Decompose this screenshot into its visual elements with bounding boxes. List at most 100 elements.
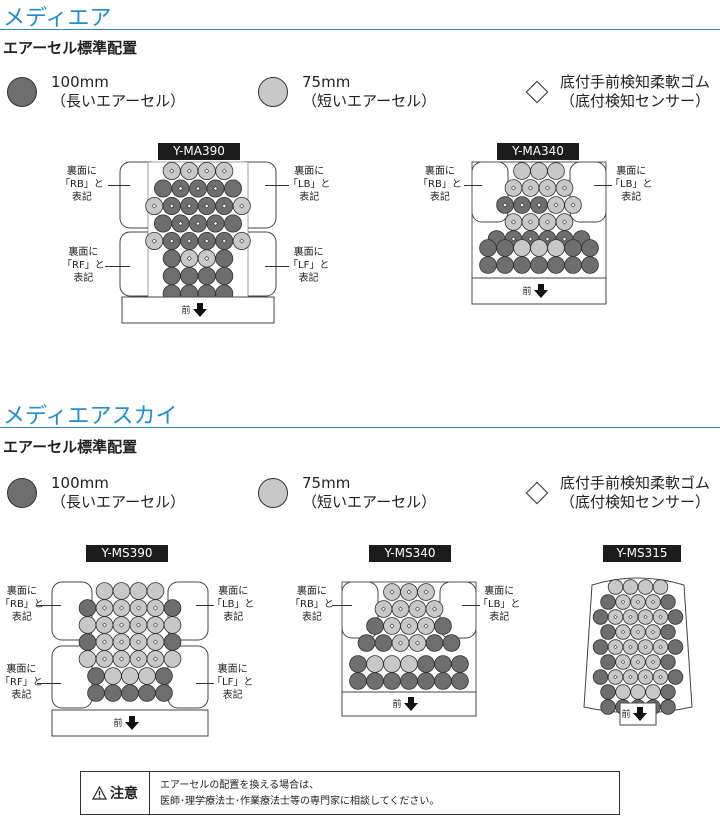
- sensor-diamond-icon: [536, 202, 542, 208]
- air-cell-100mm: [667, 639, 684, 655]
- sensor-diamond-icon: [178, 221, 183, 226]
- air-cell-100mm: [417, 672, 435, 690]
- air-cell-100mm: [592, 669, 609, 685]
- air-cell-75mm: [607, 579, 624, 595]
- air-cell-100mm: [592, 609, 609, 625]
- air-cell-100mm: [479, 239, 497, 257]
- sensor-diamond-icon: [178, 186, 183, 191]
- air-cell-100mm: [451, 655, 469, 673]
- legend-75mm: 75mm（短いエアーセル）: [258, 474, 436, 512]
- air-cell-100mm: [349, 655, 367, 673]
- sensor-diamond-icon: [628, 674, 633, 680]
- air-cell-100mm: [78, 599, 97, 617]
- sensor-diamond-icon: [213, 186, 218, 191]
- air-cell-75mm: [366, 655, 384, 673]
- sensor-diamond-icon: [423, 589, 429, 595]
- leader-line: [462, 605, 480, 606]
- air-cell-100mm: [224, 179, 243, 198]
- sensor-diamond-icon: [423, 623, 429, 629]
- leader-line: [332, 605, 352, 606]
- sensor-diamond-icon: [136, 605, 141, 611]
- air-cell-100mm: [215, 249, 234, 268]
- air-cell-75mm: [112, 582, 131, 600]
- annotation-rb: 裏面に「RB」と表記: [60, 166, 104, 203]
- sensor-diamond-icon: [553, 202, 559, 208]
- air-cell-100mm: [564, 239, 582, 257]
- sensor-diamond-icon: [221, 238, 227, 244]
- annotation-rf: 裏面に「RF」と表記: [62, 247, 105, 284]
- air-cell-100mm: [451, 672, 469, 690]
- air-cell-100mm: [78, 633, 97, 651]
- air-cell-75mm: [95, 582, 114, 600]
- sensor-diamond-icon: [628, 614, 633, 620]
- sensor-diamond-icon: [239, 203, 245, 209]
- air-cell-75mm: [400, 655, 418, 673]
- air-cell-75mm: [630, 684, 646, 700]
- sensor-diamond-icon: [643, 674, 648, 680]
- model-label-ma390: Y-MA390: [158, 143, 240, 160]
- air-cell-75mm: [530, 162, 548, 180]
- model-label-ms390: Y-MS390: [86, 545, 168, 562]
- air-cell-75mm: [637, 579, 654, 595]
- air-cell-75mm: [78, 616, 97, 634]
- legend-75mm-desc: （短いエアーセル）: [302, 92, 437, 110]
- sensor-diamond-icon: [169, 168, 175, 174]
- air-cell-75mm: [513, 162, 531, 180]
- air-cell-75mm: [163, 650, 182, 668]
- air-cell-100mm: [349, 672, 367, 690]
- air-cell-75mm: [615, 684, 631, 700]
- air-cell-100mm: [660, 699, 676, 715]
- leader-line: [265, 185, 289, 186]
- sensor-diamond-icon: [650, 599, 656, 605]
- legend-100mm-size: 100mm: [51, 474, 109, 492]
- air-cell-100mm: [600, 594, 616, 610]
- leader-line: [594, 185, 612, 186]
- air-cell-75mm: [645, 684, 661, 700]
- air-cell-100mm: [660, 684, 676, 700]
- sensor-diamond-icon: [381, 606, 386, 612]
- annotation-lb: 裏面に「LB」と表記: [610, 166, 653, 203]
- air-cell-100mm: [87, 667, 105, 685]
- sensor-diamond-icon: [545, 219, 550, 225]
- air-cell-100mm: [530, 256, 548, 274]
- section-divider: [0, 29, 720, 30]
- warning-icon: [92, 786, 107, 800]
- front-label: 前: [113, 717, 122, 729]
- air-cell-75mm: [104, 667, 122, 685]
- caution-label: 注意: [110, 786, 138, 802]
- air-cell-100mm: [417, 655, 435, 673]
- leader-line: [108, 185, 130, 186]
- air-cell-100mm: [496, 239, 514, 257]
- air-cell-100mm: [513, 256, 531, 274]
- air-cell-100mm: [660, 594, 676, 610]
- annotation-lf: 裏面に「LF」と表記: [212, 664, 254, 701]
- sensor-diamond-icon: [415, 640, 420, 646]
- sensor-diamond-icon: [186, 256, 192, 261]
- annotation-rb: 裏面に「RB」と表記: [0, 586, 44, 623]
- sensor-diamond-icon: [545, 236, 550, 242]
- model-label-ma340: Y-MA340: [497, 143, 579, 160]
- sensor-diamond-icon: [119, 656, 124, 662]
- front-label: 前: [392, 698, 401, 710]
- sensor-diamond-icon: [432, 606, 437, 612]
- section-title-mediair-sky: メディエアスカイ: [3, 404, 178, 429]
- sensor-diamond-icon: [635, 599, 641, 605]
- cushion-diagram-ms340: 前: [341, 581, 477, 717]
- sensor-diamond-icon: [643, 644, 648, 650]
- air-cell-100mm: [600, 654, 616, 670]
- legend-sensor-name: 底付手前検知柔軟ゴム: [560, 73, 711, 91]
- legend-sensor-name: 底付手前検知柔軟ゴム: [560, 474, 711, 492]
- legend-100mm-desc: （長いエアーセル）: [51, 493, 186, 511]
- air-cell-100mm: [600, 684, 616, 700]
- model-label-ms340: Y-MS340: [369, 545, 451, 562]
- sensor-diamond-icon: [511, 236, 516, 242]
- sensor-diamond-icon: [628, 644, 633, 650]
- front-label: 前: [181, 304, 190, 316]
- legend-100mm: 100mm（長いエアーセル）: [7, 73, 185, 111]
- air-cell-100mm: [383, 672, 401, 690]
- annotation-rf: 裏面に「RF」と表記: [0, 664, 43, 701]
- sensor-diamond-icon: [153, 622, 158, 628]
- legend-75mm-size: 75mm: [302, 474, 351, 492]
- annotation-rb: 裏面に「RB」と表記: [418, 166, 462, 203]
- leader-line: [265, 266, 289, 267]
